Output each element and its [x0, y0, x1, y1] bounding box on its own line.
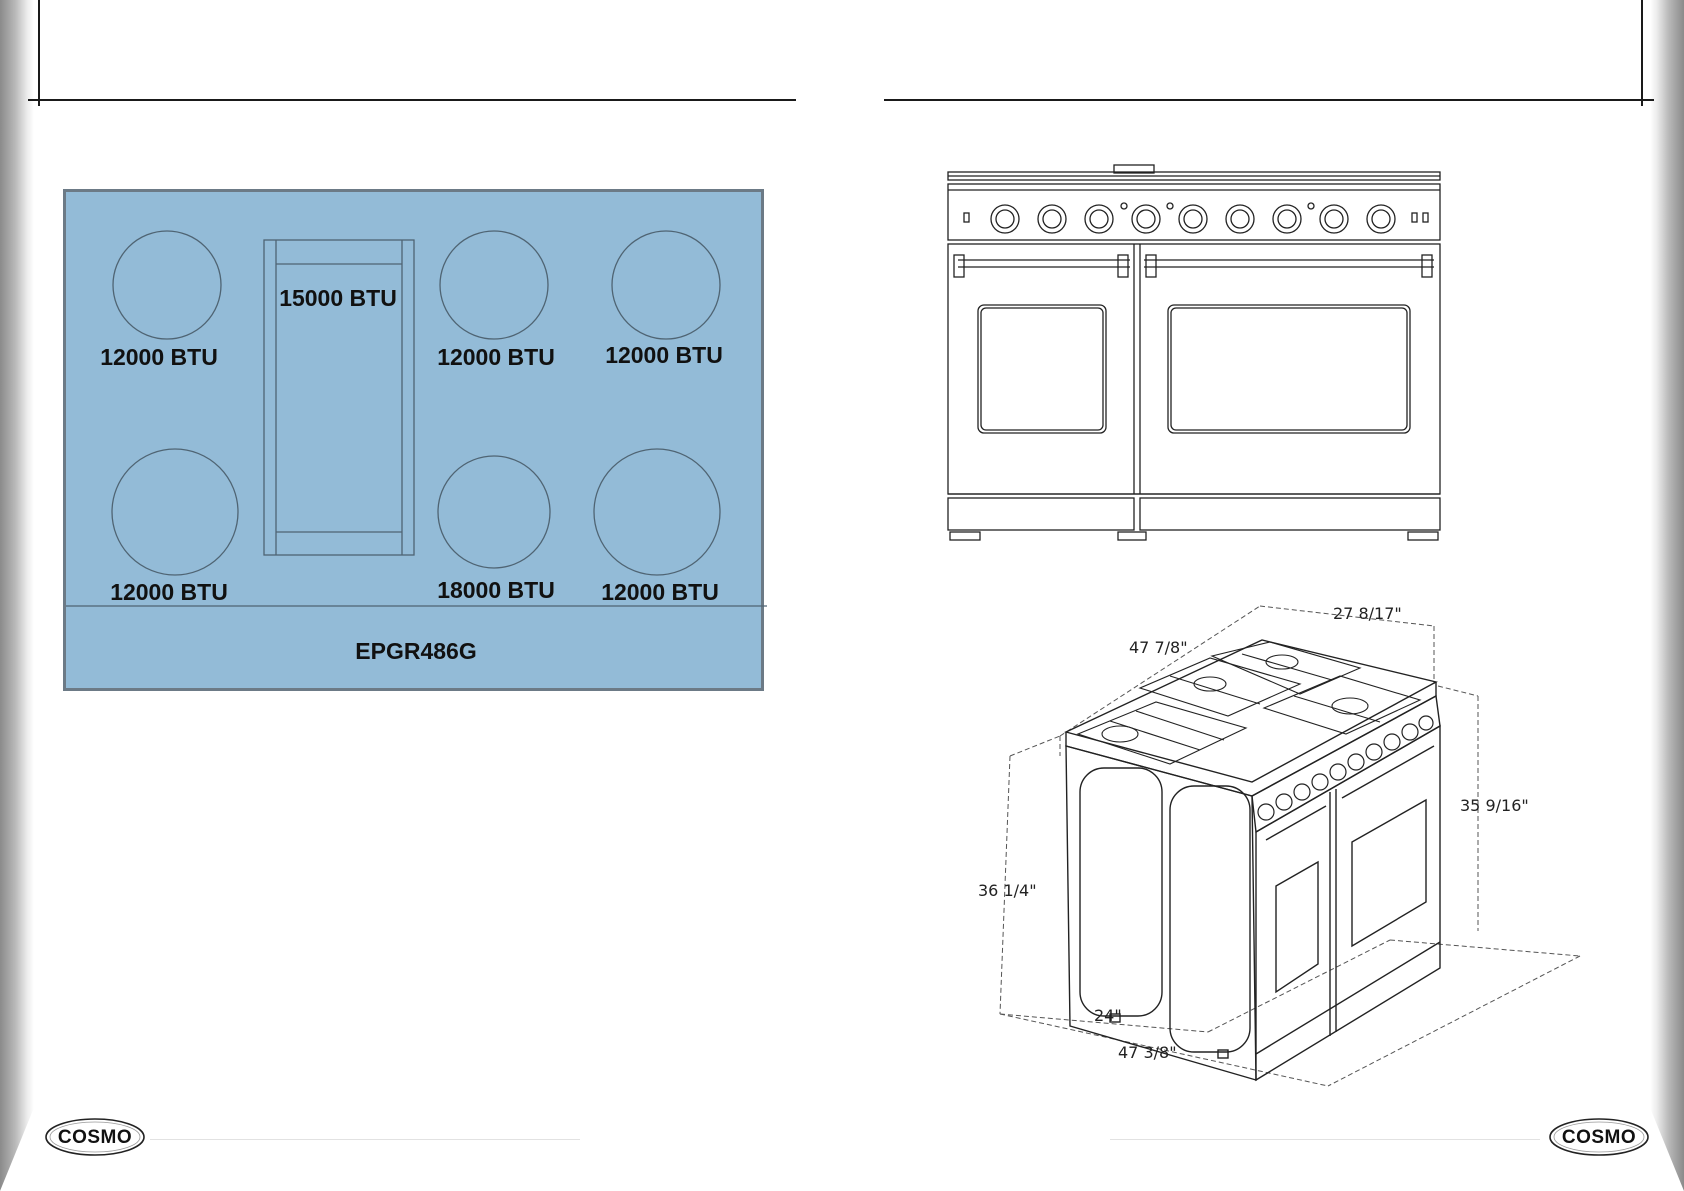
page-binding-shadow-left	[0, 0, 34, 1191]
header-rule-right	[884, 99, 1654, 101]
range-isometric-view	[960, 596, 1600, 1096]
btu-label-rear-right: 12000 BTU	[605, 342, 723, 369]
range-front-view	[944, 160, 1444, 560]
dimension-bottom-depth: 24"	[1094, 1006, 1122, 1025]
control-knobs	[991, 203, 1395, 233]
cosmo-logo-left: COSMO	[45, 1117, 145, 1157]
header-rule-left	[28, 99, 796, 101]
iso-oven-window-small	[1276, 862, 1318, 992]
crop-mark-left	[38, 0, 40, 106]
btu-label-front-left: 12000 BTU	[110, 579, 228, 606]
btu-label-front-right: 12000 BTU	[601, 579, 719, 606]
btu-label-rear-left: 12000 BTU	[100, 344, 218, 371]
page-binding-shadow-right	[1650, 0, 1684, 1191]
cooktop-outline-drawing	[66, 192, 767, 694]
cooktop-burner-layout: 12000 BTU 15000 BTU 12000 BTU 12000 BTU …	[63, 189, 764, 691]
dimension-back-height: 35 9/16"	[1460, 796, 1529, 815]
btu-label-griddle: 15000 BTU	[279, 285, 397, 312]
model-number: EPGR486G	[355, 638, 476, 665]
burner-front-center-ring	[438, 456, 550, 568]
iso-oven-window-large	[1352, 800, 1426, 946]
footer-rule-left	[150, 1139, 580, 1140]
burner-rear-center-ring	[440, 231, 548, 339]
burner-rear-left-ring	[113, 231, 221, 339]
oven-window-small	[978, 305, 1106, 433]
control-panel	[1252, 696, 1440, 832]
btu-label-front-center: 18000 BTU	[437, 577, 555, 604]
logo-text: COSMO	[1549, 1127, 1649, 1149]
oven-window-large	[1168, 305, 1410, 433]
burner-front-right-ring	[594, 449, 720, 575]
dimension-side-height: 36 1/4"	[978, 881, 1037, 900]
dimension-lines	[1000, 606, 1580, 1086]
footer-rule-right	[1110, 1139, 1540, 1140]
burner-front-left-ring	[112, 449, 238, 575]
logo-text: COSMO	[45, 1127, 145, 1149]
crop-mark-right	[1641, 0, 1643, 106]
dimension-top-width: 47 7/8"	[1129, 638, 1188, 657]
burner-rear-right-ring	[612, 231, 720, 339]
dimension-top-depth: 27 8/17"	[1333, 604, 1402, 623]
range-side-panel	[1066, 746, 1256, 1080]
cosmo-logo-right: COSMO	[1549, 1117, 1649, 1157]
dimension-bottom-width: 47 3/8"	[1118, 1043, 1177, 1062]
btu-label-rear-center: 12000 BTU	[437, 344, 555, 371]
